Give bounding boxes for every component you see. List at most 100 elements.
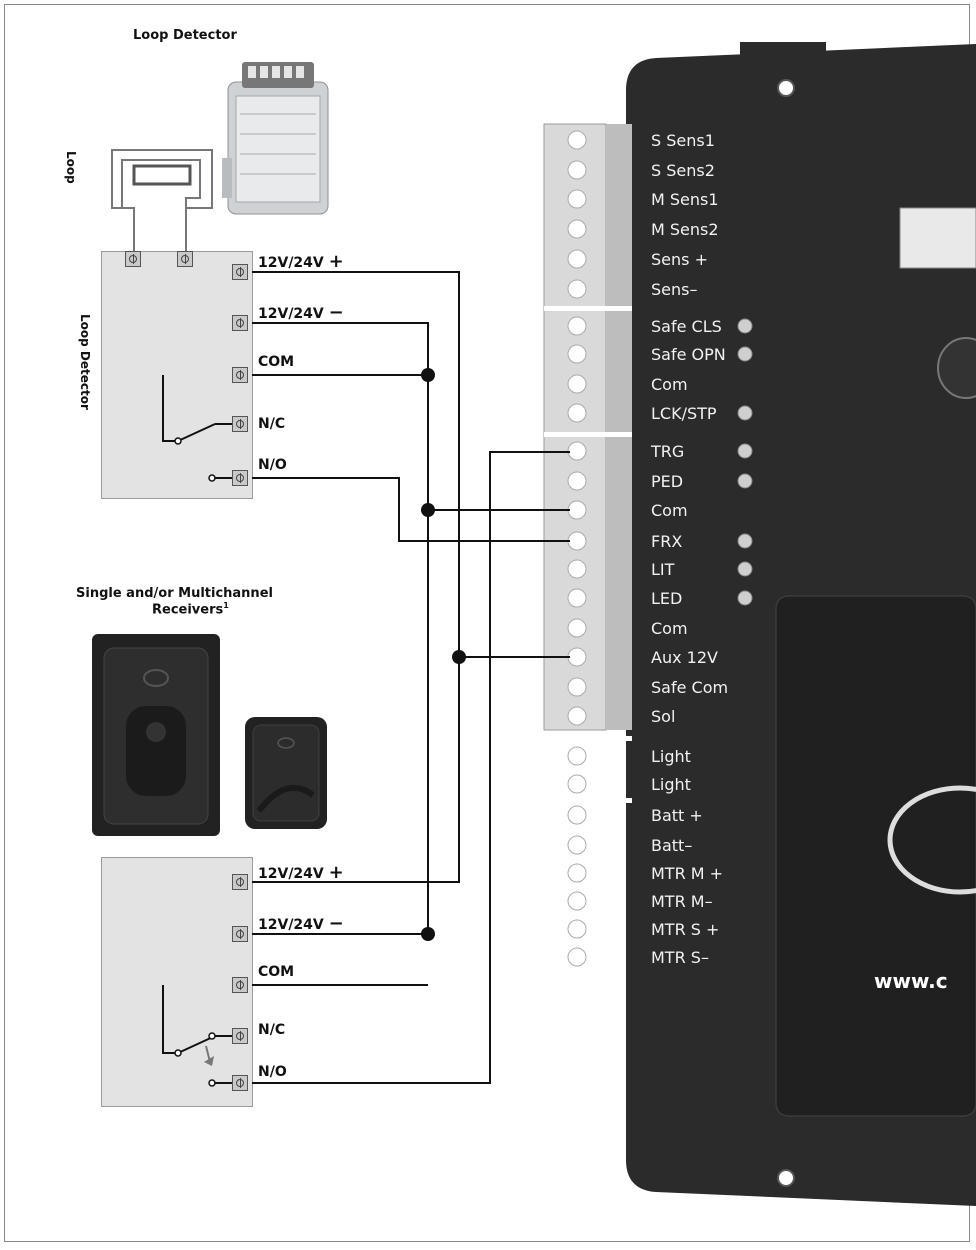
controller-terminal-label: M Sens1 — [651, 190, 719, 209]
controller-terminal-label: MTR M– — [651, 892, 713, 911]
controller-terminal-label: Safe OPN — [651, 345, 726, 364]
controller-panel — [775, 595, 976, 1117]
controller-terminal-label: MTR S– — [651, 948, 709, 967]
receivers-title-text: Receivers — [152, 602, 224, 618]
receiver-terminal — [232, 1075, 248, 1091]
controller-led — [737, 318, 753, 334]
terminal-dot — [567, 618, 587, 638]
controller-terminal-label: Batt– — [651, 836, 692, 855]
terminal-strip — [543, 123, 607, 731]
loop-detector-title: Loop Detector — [133, 28, 237, 43]
receivers-title-line2: Receivers1 — [152, 601, 229, 617]
strip-separator — [544, 432, 632, 437]
controller-led — [737, 533, 753, 549]
terminal-dot — [567, 863, 587, 883]
strip-separator — [544, 798, 632, 803]
controller-led — [737, 561, 753, 577]
loop-detector-label-v-minus: 12V/24V − — [258, 302, 344, 323]
terminal-dot — [567, 647, 587, 667]
controller-terminal-label: Aux 12V — [651, 648, 718, 667]
controller-terminal-label: LIT — [651, 560, 675, 579]
loop-wire-inner — [121, 159, 201, 258]
controller-terminal-label: Light — [651, 775, 691, 794]
controller-terminal-label: LCK/STP — [651, 404, 717, 423]
controller-terminal-label: M Sens2 — [651, 220, 719, 239]
terminal-dot — [567, 441, 587, 461]
loop-detector-label-v-plus: 12V/24V + — [258, 251, 344, 272]
controller-terminal-label: Com — [651, 619, 688, 638]
controller-led — [737, 473, 753, 489]
strip-separator — [544, 736, 632, 741]
terminal-dot — [567, 706, 587, 726]
controller-terminal-label: Com — [651, 375, 688, 394]
controller-button — [937, 337, 976, 399]
controller-terminal-label: PED — [651, 472, 683, 491]
loop-detector-terminal — [232, 367, 248, 383]
terminal-strip-shadow — [606, 124, 632, 730]
controller-display — [899, 207, 976, 269]
controller-led — [737, 443, 753, 459]
controller-terminal-label: LED — [651, 589, 682, 608]
controller-terminal-label: Batt + — [651, 806, 703, 825]
receiver-terminal — [232, 926, 248, 942]
loop-detector-device-image — [222, 62, 329, 215]
receiver-label-com: COM — [258, 964, 295, 980]
controller-logo — [887, 785, 976, 895]
terminal-dot — [567, 374, 587, 394]
terminal-dot — [567, 531, 587, 551]
controller-terminal-label: Safe CLS — [651, 317, 722, 336]
terminal-dot — [567, 160, 587, 180]
loop-detector-terminal — [232, 315, 248, 331]
receiver-small-image — [245, 717, 327, 829]
controller-url: www.c — [874, 969, 948, 993]
controller-terminal-label: Light — [651, 747, 691, 766]
terminal-dot — [567, 677, 587, 697]
controller-top-tab — [740, 42, 826, 104]
terminal-dot — [567, 130, 587, 150]
controller-terminal-label: Com — [651, 501, 688, 520]
controller-terminal-label: Safe Com — [651, 678, 728, 697]
receiver-label-v-plus: 12V/24V + — [258, 862, 344, 883]
controller-led — [737, 405, 753, 421]
receivers-footnote: 1 — [223, 601, 229, 610]
receiver-large-image — [92, 634, 220, 836]
terminal-dot — [567, 774, 587, 794]
terminal-dot — [567, 500, 587, 520]
controller-terminal-label: S Sens1 — [651, 131, 715, 150]
controller-terminal-label: FRX — [651, 532, 682, 551]
terminal-dot — [567, 219, 587, 239]
terminal-dot — [567, 344, 587, 364]
loop-detector-label-nc: N/C — [258, 416, 286, 432]
terminal-dot — [567, 919, 587, 939]
terminal-dot — [567, 559, 587, 579]
mounting-hole-top — [777, 79, 795, 97]
terminal-dot — [567, 588, 587, 608]
receivers-title-line1: Single and/or Multichannel — [76, 586, 273, 601]
terminal-dot — [567, 316, 587, 336]
loop-detector-box — [101, 251, 253, 499]
controller-terminal-label: Sens– — [651, 280, 697, 299]
controller-terminal-label: TRG — [650, 442, 684, 461]
strip-separator — [544, 306, 632, 311]
terminal-dot — [567, 835, 587, 855]
loop-in-terminal-2 — [177, 251, 193, 267]
receiver-terminal — [232, 977, 248, 993]
loop-detector-label-no: N/O — [258, 457, 287, 473]
receiver-label-no: N/O — [258, 1064, 287, 1080]
controller-terminal-label: MTR M + — [651, 864, 723, 883]
terminal-dot — [567, 189, 587, 209]
controller-terminal-label: MTR S + — [651, 920, 719, 939]
receiver-box — [101, 857, 253, 1107]
loop-coil — [132, 164, 192, 186]
receiver-terminal — [232, 1028, 248, 1044]
controller-terminal-label: S Sens2 — [651, 161, 715, 180]
mounting-hole-bottom — [777, 1169, 795, 1187]
junction-dots — [421, 368, 466, 941]
controller-led — [737, 590, 753, 606]
terminal-dot — [567, 805, 587, 825]
controller-led — [737, 346, 753, 362]
loop-detector-label-com: COM — [258, 354, 295, 370]
controller-terminal-label: Sol — [651, 707, 675, 726]
receiver-label-nc: N/C — [258, 1022, 286, 1038]
